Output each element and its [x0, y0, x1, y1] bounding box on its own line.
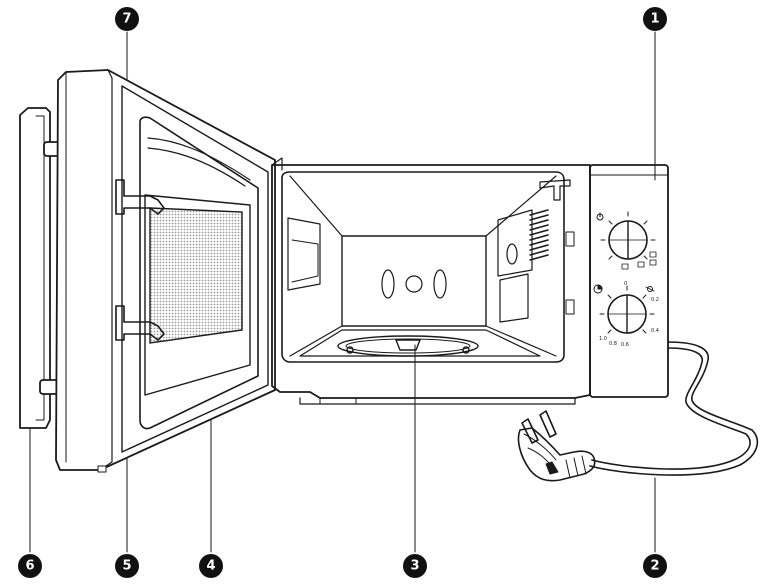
callout-7-label: 7 [122, 12, 131, 27]
callout-5: 5 [115, 554, 139, 578]
power-dial [601, 212, 656, 269]
power-cord [590, 342, 757, 475]
clock-icon [594, 285, 602, 293]
callout-1: 1 [643, 7, 667, 31]
callout-4-label: 4 [206, 559, 215, 574]
callout-6-label: 6 [25, 559, 34, 574]
timer-label-0: 0 [624, 281, 627, 287]
power-plug [518, 411, 594, 481]
microwave-cavity [282, 172, 574, 362]
door-window-mesh [150, 208, 242, 343]
timer-dial [600, 286, 654, 333]
callout-5-label: 5 [122, 559, 131, 574]
callout-2: 2 [643, 554, 667, 578]
callout-7: 7 [115, 7, 139, 31]
callout-4: 4 [199, 554, 223, 578]
timer-label-0-4: 0.4 [651, 328, 659, 334]
turntable [338, 336, 478, 356]
defrost-icon [646, 287, 654, 292]
timer-label-0-6: 0.6 [621, 342, 629, 348]
callout-3: 3 [403, 554, 427, 578]
callout-6: 6 [18, 554, 42, 578]
power-icon [597, 213, 603, 220]
timer-label-1-0: 1.0 [599, 336, 607, 342]
callout-1-label: 1 [650, 12, 659, 27]
control-panel [590, 165, 668, 397]
callout-3-label: 3 [410, 559, 419, 574]
callout-2-label: 2 [650, 559, 659, 574]
timer-label-0-2: 0.2 [651, 297, 659, 303]
timer-label-0-8: 0.8 [609, 341, 617, 347]
